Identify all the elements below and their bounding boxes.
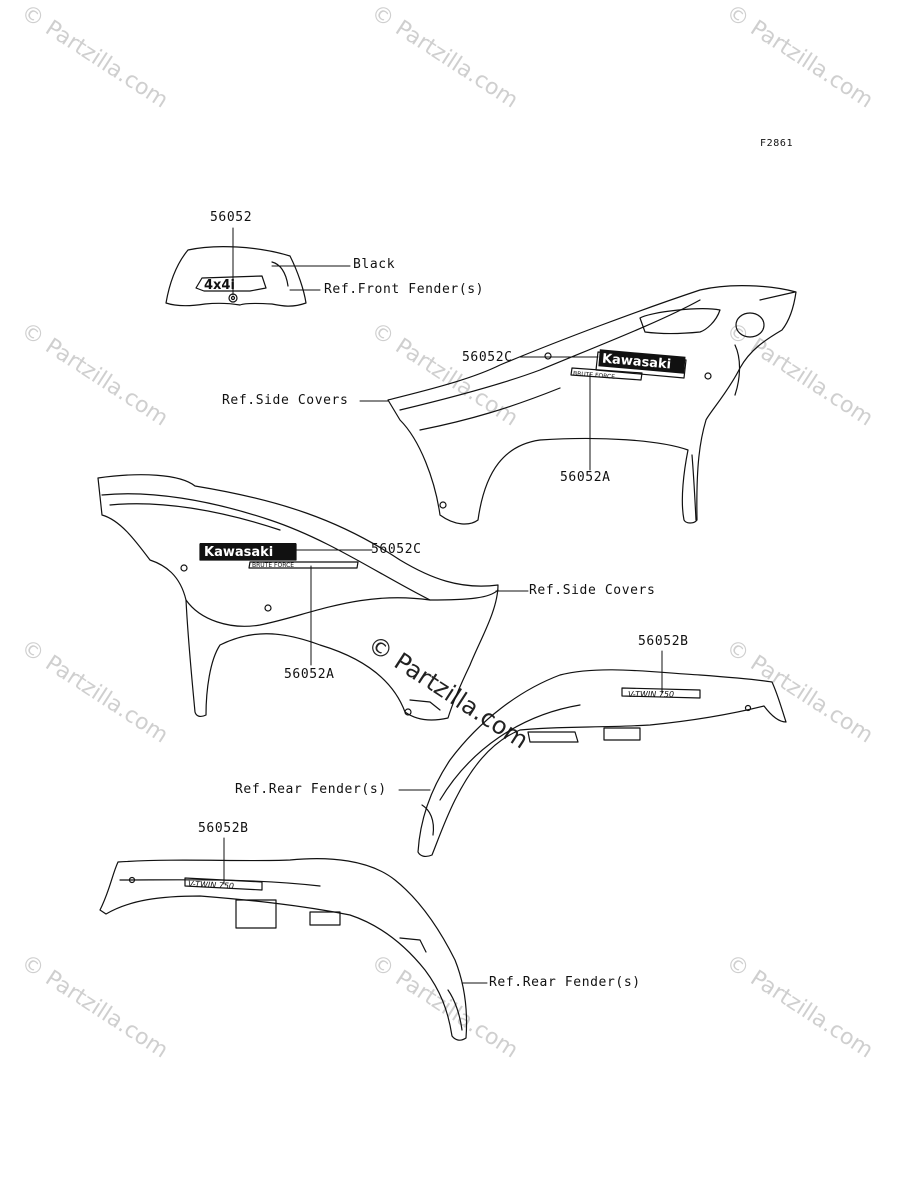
side-cover-middle-drawing xyxy=(97,474,499,721)
part-number-56052: 56052 xyxy=(210,210,253,225)
part-number-56052b-right: 56052B xyxy=(638,634,689,649)
part-number-56052a-mid: 56052A xyxy=(284,667,335,682)
label-ref-rear-fender-right: Ref.Rear Fender(s) xyxy=(235,782,387,797)
front-fender-drawing xyxy=(165,246,307,307)
label-ref-side-covers-mid: Ref.Side Covers xyxy=(529,583,656,598)
rear-fender-left-drawing xyxy=(99,858,468,1041)
decal-v-twin-left: V-TWIN 750 xyxy=(188,879,234,890)
part-number-56052a-top: 56052A xyxy=(560,470,611,485)
leader-lines xyxy=(223,227,663,984)
decal-artwork: 4x4i Kawasaki BRUTE FORCE Kawasaki BRUTE… xyxy=(188,278,686,891)
label-black: Black xyxy=(353,257,396,272)
decal-4x4: 4x4i xyxy=(204,278,235,293)
decal-kawasaki-upper: Kawasaki xyxy=(601,352,671,373)
decal-brute-force-upper: BRUTE FORCE xyxy=(573,370,616,381)
part-number-56052b-left: 56052B xyxy=(198,821,249,836)
label-ref-rear-fender-left: Ref.Rear Fender(s) xyxy=(489,975,641,990)
part-number-56052c-mid: 56052C xyxy=(371,542,422,557)
decal-kawasaki-middle: Kawasaki xyxy=(204,545,273,560)
side-cover-upper-drawing xyxy=(387,285,797,525)
rear-fender-right-drawing xyxy=(417,669,787,858)
figure-code: F2861 xyxy=(760,138,794,149)
label-ref-front-fender: Ref.Front Fender(s) xyxy=(324,282,485,297)
decal-brute-force-middle: BRUTE FORCE xyxy=(252,562,294,569)
part-number-56052c-top: 56052C xyxy=(462,350,513,365)
label-ref-side-covers-top: Ref.Side Covers xyxy=(222,393,349,408)
decal-v-twin-right: V-TWIN 750 xyxy=(628,690,674,699)
